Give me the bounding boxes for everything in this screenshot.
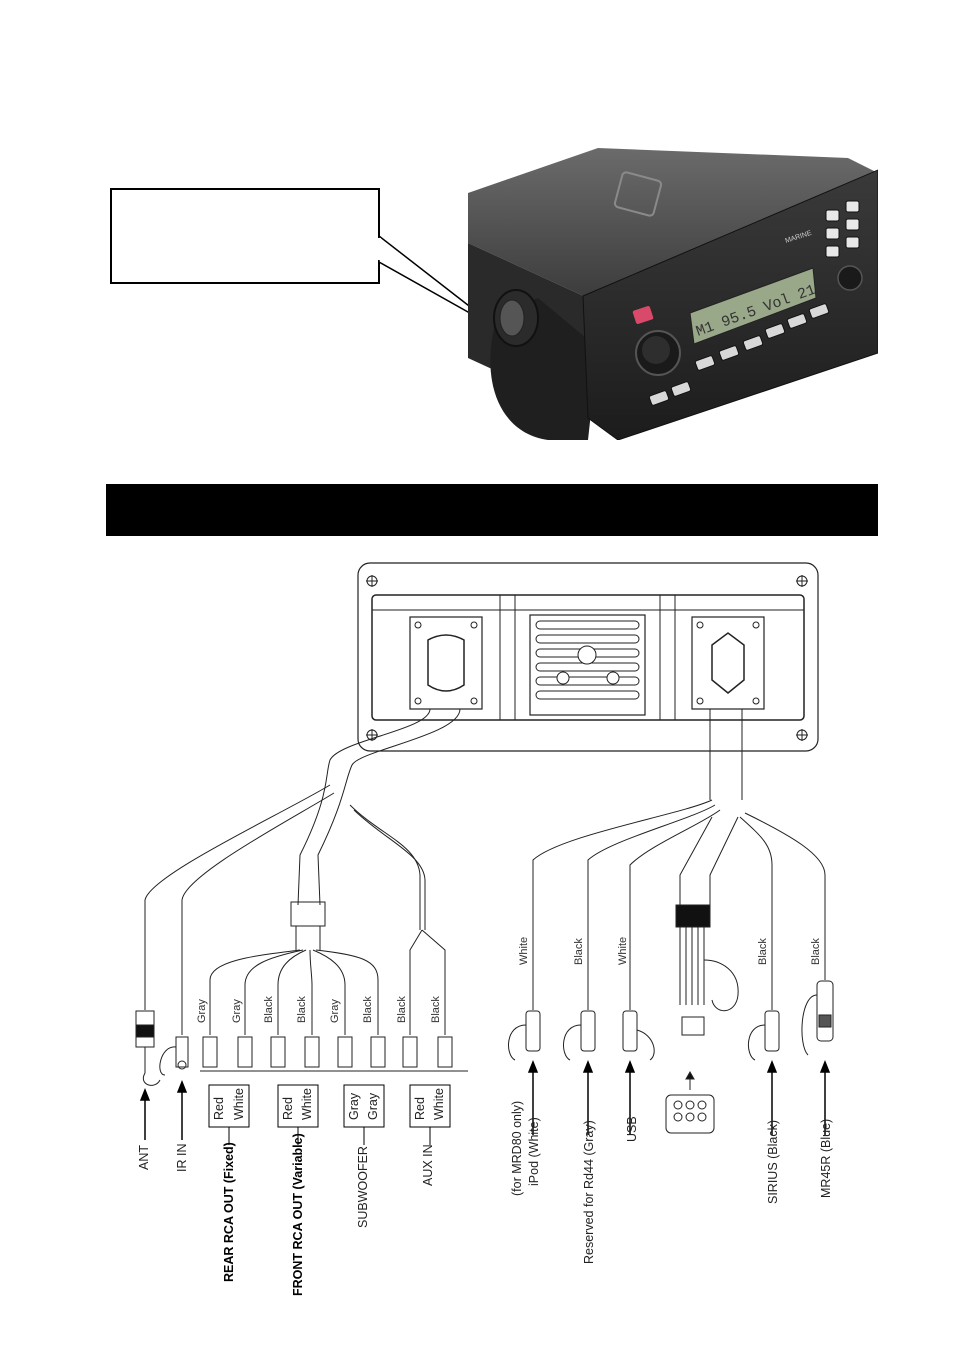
- wire-color-9: White: [518, 936, 530, 965]
- wire-color-12: Black: [757, 938, 769, 965]
- wire-color-2: Gray: [231, 999, 243, 1023]
- wire-color-1: Gray: [196, 999, 208, 1023]
- sub-plug-gray-2: Gray: [366, 1092, 380, 1120]
- power-icon: [632, 306, 654, 324]
- wire-color-5: Gray: [329, 999, 341, 1023]
- front-plug-white: White: [300, 1088, 314, 1120]
- label-front-rca: FRONT RCA OUT (Variable): [291, 1133, 305, 1296]
- label-mr45r: MR45R (Blue): [819, 1118, 833, 1198]
- ipod-connector: [508, 1010, 541, 1061]
- label-sirius: SIRIUS (Black): [766, 1119, 780, 1204]
- label-rear-rca: REAR RCA OUT (Fixed): [222, 1142, 236, 1282]
- rear-plug-white: White: [232, 1088, 246, 1120]
- wire-color-10: Black: [573, 938, 585, 965]
- front-plug-red: Red: [281, 1097, 295, 1120]
- plug-color-boxes: [208, 1084, 451, 1145]
- heat-sink: [529, 614, 646, 716]
- ir-connector: [159, 1036, 189, 1076]
- unit-rear: [371, 594, 805, 721]
- aux-plug-white: White: [432, 1088, 446, 1120]
- section-banner: [106, 484, 878, 536]
- right-harness: [532, 709, 826, 1010]
- ant-connector: [135, 1010, 161, 1086]
- rd44-connector: [563, 1010, 596, 1061]
- label-ipod-note: (for MRD80 only): [510, 1100, 524, 1196]
- callout-box: [110, 188, 380, 284]
- wire-color-11: White: [617, 936, 629, 965]
- rca-plugs: [200, 1036, 468, 1072]
- function-buttons: [648, 303, 830, 406]
- label-rd44: Reserved for Rd44 (Gray): [582, 1120, 596, 1264]
- aux-plug-red: Red: [413, 1097, 427, 1120]
- screw-icons: [366, 575, 808, 741]
- label-ir-in: IR IN: [175, 1143, 189, 1172]
- rear-plug-red: Red: [212, 1097, 226, 1120]
- arrow-icons: [139, 1059, 831, 1140]
- mounting-plate: [357, 562, 819, 752]
- label-ipod: iPod (White): [527, 1117, 541, 1186]
- wire-color-7: Black: [396, 996, 408, 1023]
- left-harness: [144, 708, 461, 1035]
- usb-connector: [622, 1010, 655, 1061]
- label-ant: ANT: [137, 1145, 151, 1170]
- wire-color-6: Black: [362, 996, 374, 1023]
- wire-color-4: Black: [296, 996, 308, 1023]
- wire-color-13: Black: [810, 938, 822, 965]
- label-subwoofer: SUBWOOFER: [356, 1146, 370, 1228]
- wire-color-8: Black: [430, 996, 442, 1023]
- keypad-buttons: [825, 200, 860, 258]
- sub-plug-gray-1: Gray: [347, 1092, 361, 1120]
- wiring-diagram: [135, 562, 834, 1145]
- label-aux-in: AUX IN: [421, 1144, 435, 1186]
- label-usb: USB: [625, 1116, 639, 1142]
- mr45r-connector: [801, 980, 834, 1056]
- multipin-connector: [665, 1070, 715, 1134]
- stereo-photo: M1 95.5 Vol 21 MARINE: [468, 148, 878, 440]
- sirius-connector: [747, 1010, 780, 1061]
- wire-color-3: Black: [263, 996, 275, 1023]
